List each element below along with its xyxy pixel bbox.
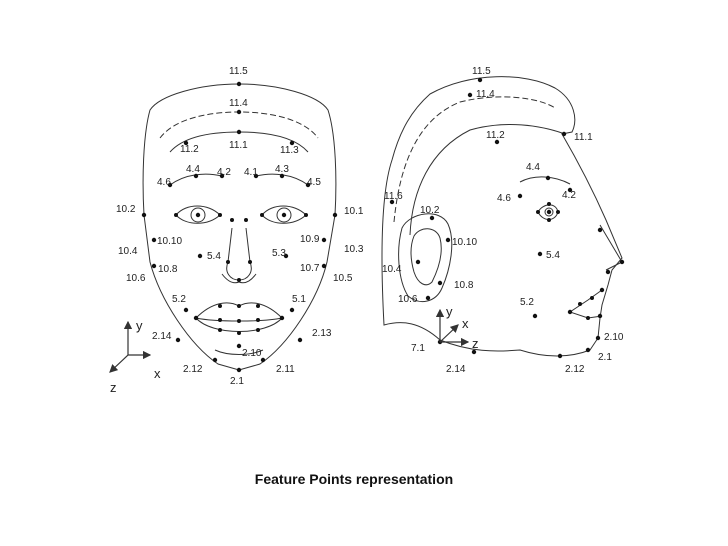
front-label: 10.1	[344, 206, 364, 217]
front-label: 2.12	[183, 364, 203, 375]
front-label: 10.10	[157, 236, 182, 247]
side-eyebrow	[519, 176, 571, 185]
front-label: 5.4	[207, 251, 221, 262]
front-label: 10.2	[116, 204, 136, 215]
side-face-view	[381, 76, 623, 357]
front-label: 10.8	[158, 264, 178, 275]
front-label: 11.3	[280, 145, 299, 156]
side-axis-y-label: y	[446, 304, 453, 319]
caption-text: Feature Points representation	[254, 471, 454, 487]
front-label: 11.5	[229, 66, 248, 77]
side-hair-inner	[409, 123, 566, 236]
front-label: 4.6	[157, 177, 171, 188]
front-axis-z-label: z	[110, 380, 117, 395]
front-nose	[226, 227, 252, 281]
side-label: 2.10	[604, 332, 624, 343]
side-label: 10.4	[382, 264, 402, 275]
side-label: 11.6	[384, 191, 403, 202]
side-label: 10.2	[420, 205, 440, 216]
side-axis-z-label: z	[472, 336, 479, 351]
front-label: 10.4	[118, 246, 138, 257]
front-face-view	[142, 83, 337, 371]
front-label: 5.2	[172, 294, 186, 305]
side-lips	[568, 289, 603, 319]
front-labels: 11.5 11.4 11.2 11.1 11.3 4.4 4.2 4.1 4.3…	[116, 66, 364, 387]
side-label: 7.1	[411, 343, 425, 354]
side-label: 10.6	[398, 294, 418, 305]
front-label: 10.9	[300, 234, 320, 245]
front-label: 5.1	[292, 294, 306, 305]
side-label: 2.14	[446, 364, 466, 375]
front-label: 4.1	[244, 167, 258, 178]
side-label: 4.6	[497, 193, 511, 204]
side-label: 2.12	[565, 364, 585, 375]
front-right-iris	[276, 207, 292, 223]
side-label: 11.5	[472, 66, 491, 77]
front-label: 10.6	[126, 273, 146, 284]
side-labels: 11.5 11.4 11.2 11.1 4.4 4.6 4.2 11.6 10.…	[382, 66, 624, 375]
front-axis-y-label: y	[136, 318, 143, 333]
front-label: 2.10	[242, 348, 262, 359]
side-label: 10.8	[454, 280, 474, 291]
front-label: 10.7	[300, 263, 320, 274]
side-axis-x-label: x	[462, 316, 469, 331]
side-label: 11.2	[486, 130, 505, 141]
side-ear-outer	[398, 213, 453, 303]
front-label: 11.1	[229, 140, 248, 151]
side-label: 11.1	[574, 132, 593, 143]
front-points	[141, 81, 338, 373]
front-label: 2.14	[152, 331, 172, 342]
side-label: 4.2	[562, 190, 576, 201]
side-hairline	[393, 96, 556, 223]
side-axes	[435, 308, 470, 347]
side-label: 2.1	[598, 352, 612, 363]
side-label: 4.4	[526, 162, 540, 173]
front-axis-x-label: x	[154, 366, 161, 381]
front-label: 11.2	[180, 144, 199, 155]
front-label: 10.3	[344, 244, 364, 255]
front-label: 4.3	[275, 164, 289, 175]
front-label: 4.4	[186, 164, 200, 175]
front-label: 2.11	[276, 364, 295, 375]
front-label: 10.5	[333, 273, 353, 284]
front-axes	[109, 320, 152, 373]
side-label: 11.4	[476, 89, 495, 100]
side-ear-inner	[410, 228, 442, 286]
front-label: 4.5	[307, 177, 321, 188]
front-head-outline	[142, 83, 337, 371]
front-left-iris	[190, 207, 206, 223]
front-chin	[214, 349, 264, 355]
side-head-outline	[381, 76, 623, 357]
front-label: 5.3	[272, 248, 286, 259]
front-label: 4.2	[217, 167, 231, 178]
front-label: 2.13	[312, 328, 332, 339]
side-label: 5.2	[520, 297, 534, 308]
side-label: 5.4	[546, 250, 560, 261]
front-label: 2.1	[230, 376, 244, 387]
diagram-caption: Feature Points representation	[0, 471, 728, 487]
side-points	[389, 77, 625, 359]
side-iris	[544, 207, 554, 217]
front-label: 11.4	[229, 98, 248, 109]
side-label: 10.10	[452, 237, 477, 248]
